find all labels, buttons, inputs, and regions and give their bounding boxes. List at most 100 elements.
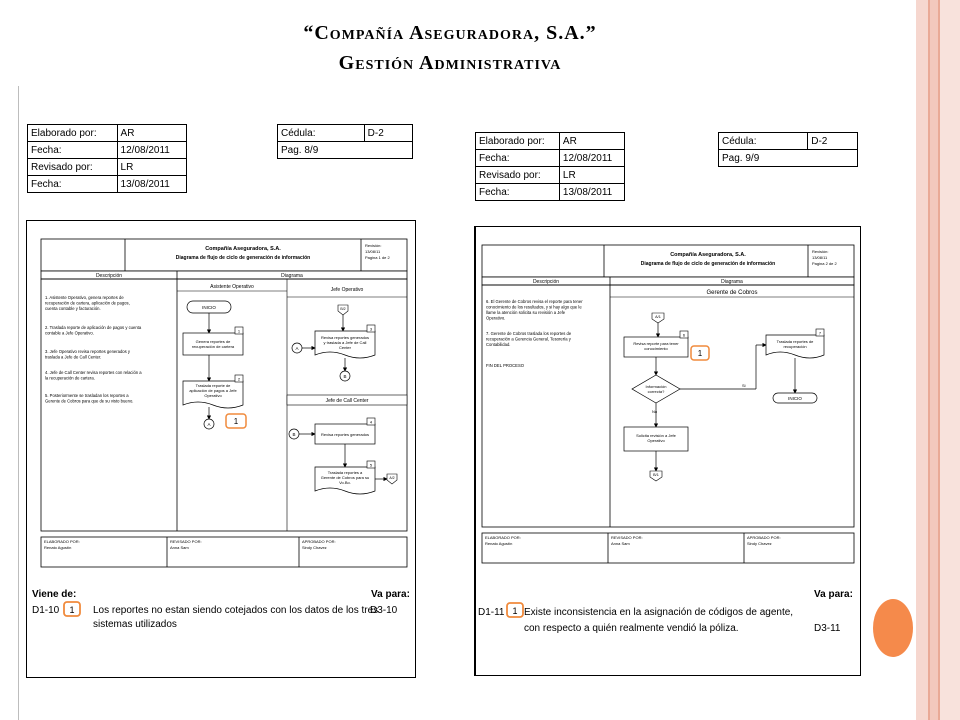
table-row: Elaborado por:AR: [475, 132, 626, 150]
sheet-revision: Revisión:: [812, 249, 828, 254]
highlight-marker: 1: [234, 417, 239, 426]
step-2: 2. Traslada reporte de aplicación de pag…: [45, 325, 142, 336]
cedula-page: Pag. 8/9: [277, 141, 413, 159]
cedula-value: D-2: [807, 132, 858, 150]
node-revisa-reportes: Revisa reportes generados: [321, 432, 369, 437]
info-label: Fecha:: [27, 175, 118, 193]
lane-gerente-cobros: Gerente de Cobros: [706, 290, 757, 296]
info-label: Revisado por:: [27, 158, 118, 176]
footer-aprobado-label: APROBADO POR:: [747, 535, 781, 540]
footer-revisado-label: REVISADO POR:: [170, 539, 202, 544]
sheet-title: Diagrama de flujo de ciclo de generación…: [176, 255, 310, 261]
step-number: 6: [683, 333, 686, 338]
lane-asistente: Asistente Operativo: [210, 284, 254, 290]
step-number: 2: [238, 377, 241, 382]
right-flowchart: Compañía Aseguradora, S.A. Diagrama de f…: [478, 244, 855, 634]
info-label: Fecha:: [475, 183, 560, 201]
info-label: Elaborado por:: [475, 132, 560, 150]
footer-aprobado-name: Sindy Chavez: [747, 541, 772, 546]
table-row: Pag. 9/9: [718, 149, 858, 167]
left-info-table: Elaborado por:AR Fecha: 12/08/2011 Revisa…: [27, 124, 188, 193]
decor-line-2: [938, 0, 940, 720]
va-para-label: Va para:: [371, 589, 410, 600]
connector-b-in: B: [292, 432, 295, 437]
info-value: 13/08/2011: [558, 183, 626, 201]
info-label: Revisado por:: [475, 166, 560, 184]
slide-title: “Compañía Aseguradora, S.A.”: [303, 22, 597, 44]
slide-dot: [873, 599, 913, 657]
note-line-2: con respecto a quién realmente vendió la…: [524, 623, 739, 634]
highlight-marker: 1: [698, 349, 703, 358]
info-value: AR: [558, 132, 626, 150]
col-diagram: Diagrama: [721, 279, 743, 285]
right-flowchart-sheet: Compañía Aseguradora, S.A. Diagrama de f…: [474, 226, 861, 676]
table-row: Pag. 8/9: [277, 141, 413, 159]
step-number: 1: [238, 329, 241, 334]
decor-band-1: [916, 0, 928, 720]
label-no: No: [652, 409, 658, 414]
ref-to: D3-10: [370, 605, 398, 616]
step-7: 7. Gerente de Cobros traslada los report…: [486, 331, 572, 347]
step-number: 5: [370, 463, 373, 468]
step-3: 3. Jefe Operativo revisa reportes genera…: [45, 349, 131, 360]
info-value: 13/08/2011: [116, 175, 188, 193]
info-value: 12/08/2011: [116, 141, 188, 159]
info-label: Elaborado por:: [27, 124, 118, 142]
node-inicio: INICIO: [202, 305, 216, 310]
connector-a1: A/1: [655, 315, 661, 319]
ref-from: D1-11: [478, 607, 505, 618]
info-value: AR: [116, 124, 188, 142]
left-flowchart-sheet: Compañía Aseguradora, S.A. Diagrama de f…: [26, 220, 416, 678]
step-1: 1. Asistente Operativo, genera reportes …: [45, 295, 130, 311]
col-description: Descripción: [533, 279, 559, 285]
step-number: 3: [370, 327, 373, 332]
footer-revisado-label: REVISADO POR:: [611, 535, 643, 540]
footer-aprobado-label: APROBADO POR:: [302, 539, 336, 544]
left-flowchart: Compañía Aseguradora, S.A. Diagrama de f…: [32, 238, 410, 630]
table-row: Cédula:D-2: [277, 124, 414, 142]
table-row: Fecha:12/08/2011: [475, 149, 626, 167]
ref-from: D1-10: [32, 605, 60, 616]
sheet-revision-date: 13/08/11: [365, 249, 381, 254]
cedula-label: Cédula:: [717, 132, 809, 150]
footer-elaborado-name: Renato Agustín: [485, 541, 512, 546]
step-number: 4: [370, 420, 373, 425]
note-line-2: sistemas utilizados: [93, 619, 177, 630]
table-row: Revisado por:LR: [475, 166, 626, 184]
info-value: 12/08/2011: [558, 149, 626, 167]
sheet-page: Pagina 2 de 2: [812, 261, 837, 266]
sheet-revision: Revisión:: [365, 243, 381, 248]
cedula-value: D-2: [363, 124, 414, 142]
left-cedula-table: Cédula:D-2 Pag. 8/9: [277, 124, 414, 159]
va-para-label: Va para:: [814, 589, 853, 600]
footer-elaborado-name: Renato Agustín: [44, 545, 71, 550]
label-si: Si: [742, 383, 746, 388]
note-line-1: Existe inconsistencia en la asignación d…: [524, 607, 793, 618]
step-5: 5. Posteriormente se trasladan los repor…: [45, 393, 133, 404]
footer-aprobado-name: Sindy Chavez: [302, 545, 327, 550]
info-value: LR: [116, 158, 188, 176]
table-row: Revisado por:LR: [27, 158, 188, 176]
note-marker: 1: [512, 606, 517, 616]
sheet-company: Compañía Aseguradora, S.A.: [205, 246, 281, 252]
table-row: Fecha:13/08/2011: [475, 183, 626, 201]
connector-b-out: B: [343, 374, 346, 379]
note-marker: 1: [69, 605, 74, 615]
decor-band-2: [930, 0, 938, 720]
step-4: 4. Jefe de Call Center revisa reportes c…: [45, 370, 142, 381]
step-fin: FIN DEL PROCESO: [486, 363, 525, 368]
connector-b1: B/1: [653, 473, 659, 477]
connector-a: A: [207, 422, 210, 427]
footer-revisado-name: Anna Sam: [611, 541, 630, 546]
info-label: Fecha:: [475, 149, 560, 167]
table-row: Elaborado por:AR: [27, 124, 188, 142]
lane-jefe-call-center: Jefe de Call Center: [326, 398, 369, 404]
sheet-page: Pagina 1 de 2: [365, 255, 390, 260]
cedula-page: Pag. 9/9: [718, 149, 858, 167]
left-rule: [18, 86, 19, 720]
col-diagram: Diagrama: [281, 273, 303, 279]
